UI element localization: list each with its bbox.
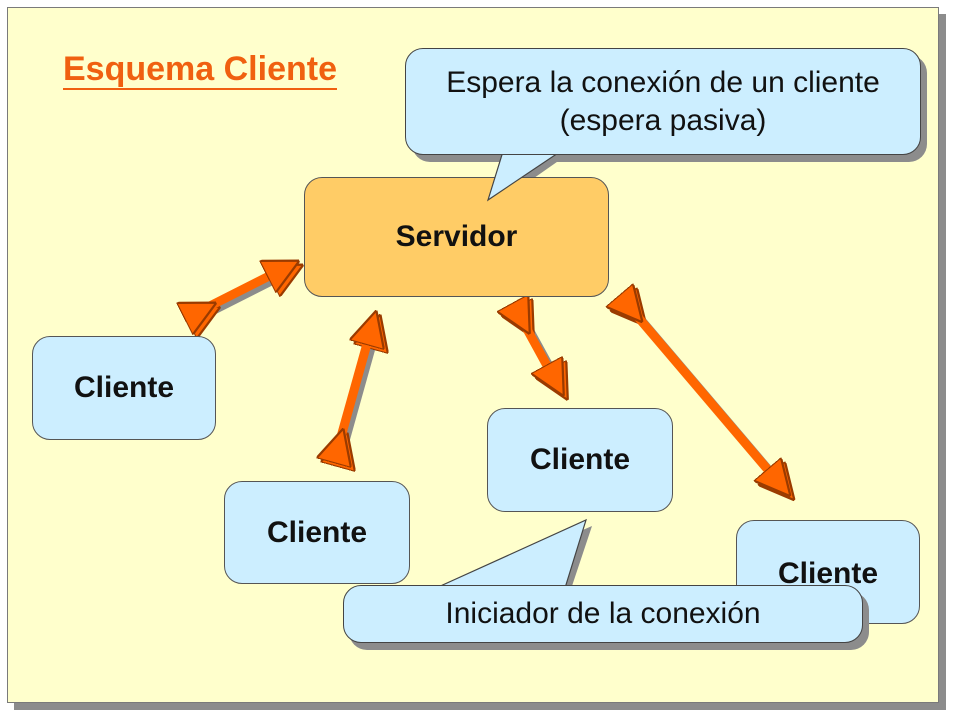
client-node-1: Cliente [32,336,216,440]
client-label: Cliente [777,557,879,590]
arrow-server-client-2 [339,326,376,448]
client-label: Cliente [266,515,368,549]
arrow-server-client-1 [202,268,289,314]
client-node-3: Cliente [487,408,673,512]
server-note-text: Espera la conexión de un cliente (espera… [446,66,880,137]
client-label: Cliente [529,443,631,476]
client-label: Cliente [73,371,175,404]
client-note-text: Iniciador de la conexión [445,597,761,631]
client-node-2: Cliente [224,481,410,584]
arrow-server-client-4 [632,310,784,488]
server-label: Servidor [395,220,518,253]
arrow-server-client-3 [522,320,560,386]
server-note-callout: Espera la conexión de un cliente (espera… [405,48,921,155]
slide-title: Esquema Cliente [63,50,337,88]
client-note-callout: Iniciador de la conexión [343,585,863,643]
server-node: Servidor [304,177,609,297]
